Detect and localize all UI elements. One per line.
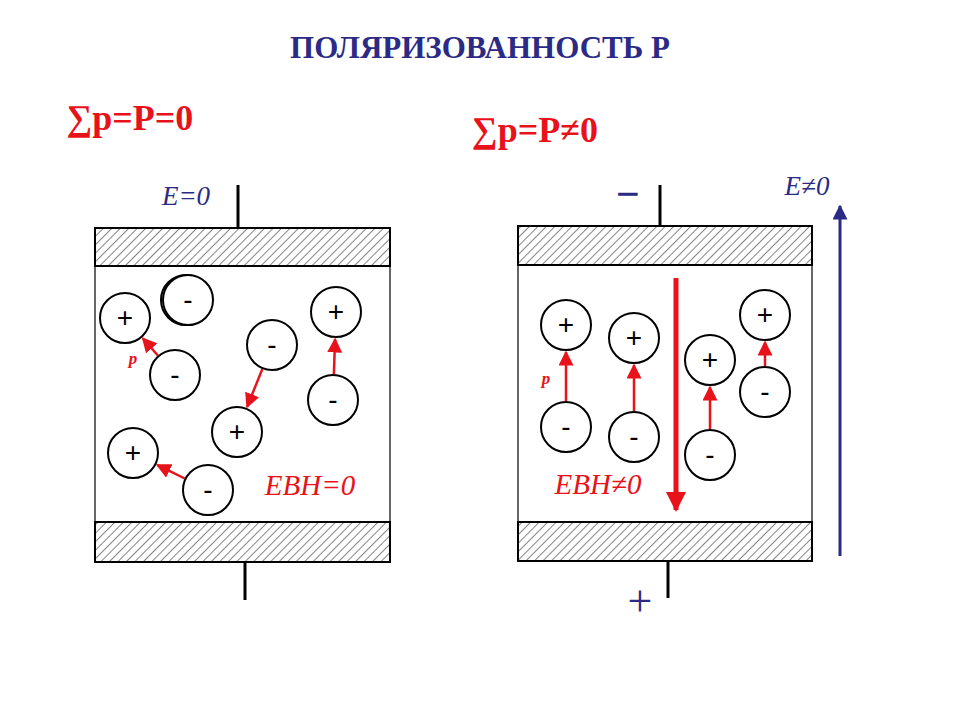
charge-circle: + bbox=[99, 292, 151, 344]
charge-circle: + bbox=[739, 289, 791, 341]
charge-circle: + bbox=[608, 312, 660, 364]
charge-circle: - bbox=[540, 401, 592, 453]
charge-circle: + bbox=[107, 427, 159, 479]
charge-sign: + bbox=[558, 311, 574, 339]
charge-sign: + bbox=[328, 298, 344, 326]
right-capacitor bbox=[518, 185, 812, 598]
internal-field-arrow bbox=[674, 278, 679, 510]
dipole-arrow bbox=[709, 387, 712, 429]
field-label: E≠0 bbox=[785, 173, 830, 200]
dipole-arrow bbox=[565, 352, 568, 401]
left-capacitor bbox=[95, 185, 390, 600]
charge-circle: - bbox=[307, 374, 359, 426]
title: ПОЛЯРИЗОВАННОСТЬ P bbox=[290, 30, 670, 66]
dipole-moment-label: p bbox=[129, 350, 138, 367]
internal-field-label: EВН≠0 bbox=[555, 470, 642, 499]
charge-circle: - bbox=[149, 349, 201, 401]
charge-circle: + bbox=[684, 334, 736, 386]
charge-sign: - bbox=[705, 441, 714, 469]
charge-circle: + bbox=[310, 286, 362, 338]
charge-sign: - bbox=[760, 378, 769, 406]
charge-sign: - bbox=[267, 331, 276, 359]
charge-sign: - bbox=[203, 476, 212, 504]
charge-circle: - bbox=[684, 429, 736, 481]
charge-sign: + bbox=[125, 439, 141, 467]
charge-sign: + bbox=[229, 418, 245, 446]
charge-circle: + bbox=[540, 299, 592, 351]
dipole-arrow bbox=[764, 342, 767, 366]
sum-formula: ∑p=P≠0 bbox=[472, 112, 598, 148]
charge-sign: - bbox=[629, 423, 638, 451]
internal-field-label: EВН=0 bbox=[265, 471, 355, 500]
charge-circle: - bbox=[182, 464, 234, 516]
plate-sign: − bbox=[616, 173, 640, 215]
dipole-arrow bbox=[247, 369, 262, 407]
sum-formula: ∑p=P=0 bbox=[67, 100, 194, 136]
dipole-arrow bbox=[143, 338, 158, 355]
dipole-moment-label: p bbox=[542, 370, 551, 387]
charge-circle: - bbox=[246, 319, 298, 371]
charge-sign: + bbox=[117, 304, 133, 332]
charge-circle: + bbox=[211, 406, 263, 458]
charge-sign: - bbox=[170, 361, 179, 389]
dipole-arrow bbox=[633, 365, 636, 411]
charge-sign: - bbox=[183, 286, 192, 314]
charge-sign: + bbox=[757, 301, 773, 329]
field-label: E=0 bbox=[162, 183, 210, 210]
charge-circle: - bbox=[739, 366, 791, 418]
dipole-arrow bbox=[157, 465, 184, 479]
charge-circle: - bbox=[608, 411, 660, 463]
plate-sign: + bbox=[628, 580, 653, 624]
charge-circle: - bbox=[162, 274, 214, 326]
charge-sign: - bbox=[561, 413, 570, 441]
charge-sign: + bbox=[702, 346, 718, 374]
external-field-arrow bbox=[839, 206, 842, 556]
dipole-arrow bbox=[334, 339, 335, 374]
charge-sign: - bbox=[328, 386, 337, 414]
charge-sign: + bbox=[626, 324, 642, 352]
